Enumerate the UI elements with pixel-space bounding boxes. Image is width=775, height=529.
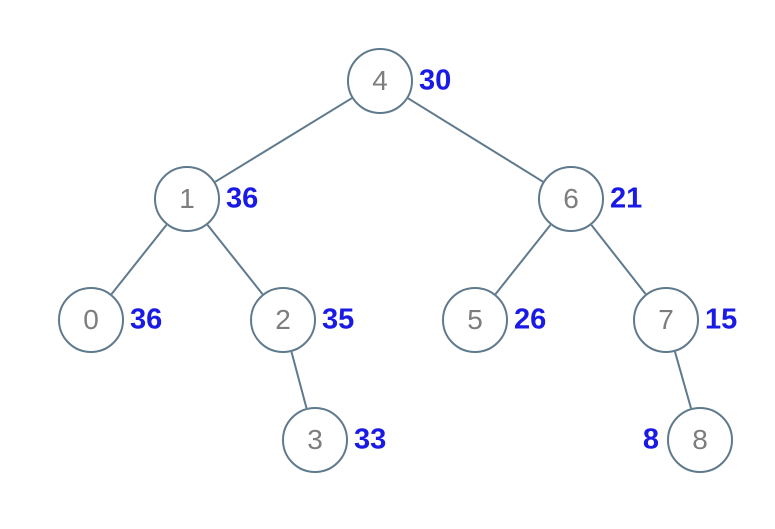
node-number: 5 [467, 304, 483, 335]
tree-node-4: 4 [347, 48, 413, 114]
node-value-label: 35 [322, 303, 355, 336]
node-value-label: 8 [642, 423, 659, 456]
node-number: 6 [563, 183, 579, 214]
tree-edge-4-1 [214, 97, 353, 183]
tree-node-7: 7 [633, 287, 699, 353]
tree-edge-6-5 [494, 224, 552, 295]
node-number: 4 [372, 65, 388, 96]
node-value-label: 26 [514, 303, 547, 336]
node-number: 1 [179, 183, 195, 214]
node-value-label: 21 [610, 182, 643, 215]
node-number: 7 [658, 304, 674, 335]
tree-edge-1-0 [110, 224, 168, 295]
node-number: 2 [275, 304, 291, 335]
node-number: 8 [692, 424, 708, 455]
tree-node-8: 8 [667, 407, 733, 473]
tree-node-0: 0 [58, 287, 124, 353]
tree-node-5: 5 [442, 287, 508, 353]
node-number: 0 [83, 304, 99, 335]
tree-node-6: 6 [538, 166, 604, 232]
tree-edge-6-7 [590, 224, 647, 295]
tree-edge-7-8 [674, 351, 692, 409]
tree-node-1: 1 [154, 166, 220, 232]
node-value-label: 30 [419, 64, 452, 97]
tree-edge-1-2 [206, 224, 264, 295]
node-value-label: 15 [705, 303, 738, 336]
tree-node-2: 2 [250, 287, 316, 353]
node-value-label: 36 [130, 303, 163, 336]
tree-edge-4-6 [407, 97, 544, 183]
node-number: 3 [307, 424, 323, 455]
tree-edge-2-3 [290, 351, 308, 409]
node-value-label: 33 [354, 423, 387, 456]
node-value-label: 36 [226, 182, 259, 215]
tree-node-3: 3 [282, 407, 348, 473]
